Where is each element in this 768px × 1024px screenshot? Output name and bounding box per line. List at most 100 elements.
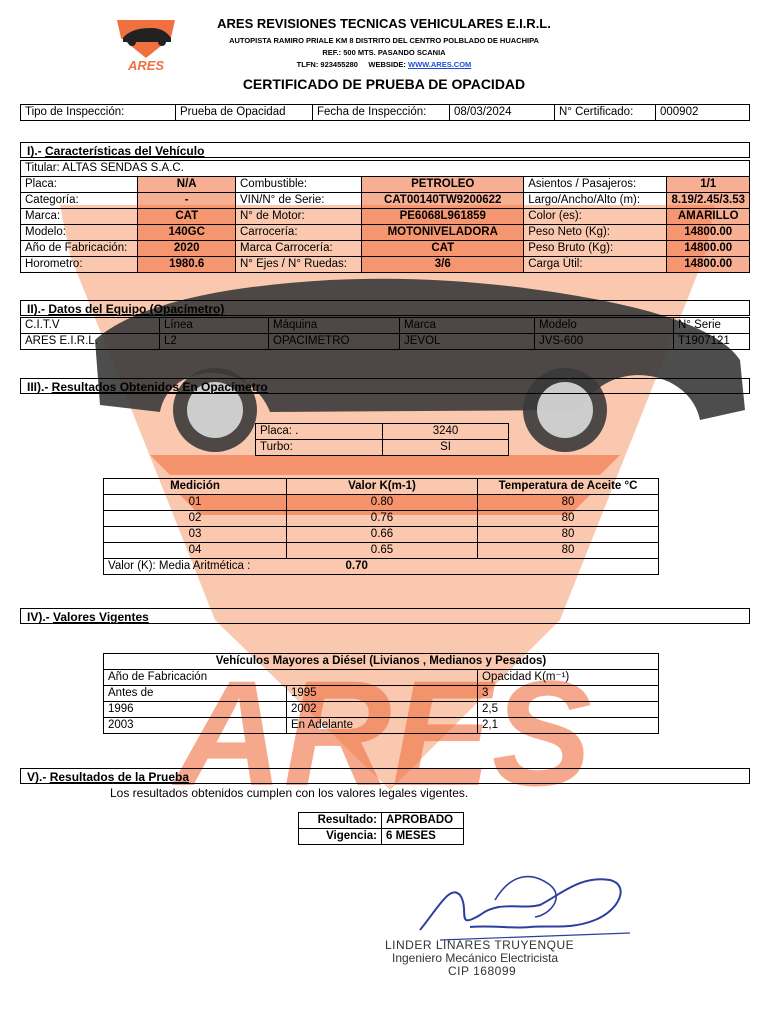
vehicle-field-label: Marca Carrocería: <box>234 240 363 257</box>
section-title: Valores Vigentes <box>53 610 149 624</box>
vehicle-field-value: 2020 <box>137 240 236 257</box>
vehicle-field-value: 14800.00 <box>666 224 750 241</box>
equipment-value: ARES E.I.R.L. <box>20 333 160 350</box>
equipment-value: JVS-600 <box>534 333 674 350</box>
vehicle-field-value: 14800.00 <box>666 240 750 257</box>
ares-logo: ARES <box>117 20 175 73</box>
inspection-date-value: 08/03/2024 <box>449 104 555 121</box>
vehicle-field-value: - <box>137 192 236 209</box>
equipment-value: OPACIMETRO <box>268 333 400 350</box>
vehicle-field-value: PE6068L961859 <box>361 208 525 225</box>
result-table: Resultado: APROBADO Vigencia: 6 MESES <box>298 812 464 845</box>
section-opacity-header: III).- Resultados Obtenidos En Opacímetr… <box>20 378 750 394</box>
vehicle-field-value: PETROLEO <box>361 176 525 193</box>
vehicle-field-label: VIN/N° de Serie: <box>234 192 363 209</box>
vehicle-field-value: 1/1 <box>666 176 750 193</box>
section-equipment-header: II).- Datos del Equipo (Opacímetro) <box>20 300 750 316</box>
mean-value: 0.70 <box>345 560 368 572</box>
measurement-cell: 80 <box>477 542 659 559</box>
limits-cell: 2,5 <box>477 701 659 718</box>
vehicle-field-label: Categoría: <box>19 192 139 209</box>
vehicle-field-label: Carga Útil: <box>523 256 668 273</box>
equipment-header: C.I.T.V <box>20 317 160 334</box>
limits-table: Vehículos Mayores a Diésel (Livianos , M… <box>103 653 659 734</box>
inspection-type-label: Tipo de Inspección: <box>20 104 176 121</box>
section-vehicle-header: I).- Características del Vehículo <box>20 142 750 158</box>
section-limits-header: IV).- Valores Vigentes <box>20 608 750 624</box>
certificate-value: 000902 <box>655 104 750 121</box>
vehicle-field-label: Peso Neto (Kg): <box>523 224 668 241</box>
vehicle-field-label: Carrocería: <box>234 224 363 241</box>
phone: TLFN: 923455280 <box>296 60 358 69</box>
vehicle-field-label: N° Ejes / N° Ruedas: <box>234 256 363 273</box>
vehicle-field-label: N° de Motor: <box>234 208 363 225</box>
equipment-header: Modelo <box>534 317 674 334</box>
measurement-cell: 01 <box>103 494 287 511</box>
vehicle-field-label: Año de Fabricación: <box>19 240 139 257</box>
equipment-value: T1907121 <box>673 333 750 350</box>
section-number: IV).- <box>27 610 50 624</box>
company-contact: TLFN: 923455280 WEBSIDE: WWW.ARES.COM <box>0 60 768 69</box>
limits-cell: Antes de <box>103 685 287 702</box>
limits-cell: En Adelante <box>286 717 478 734</box>
vehicle-field-label: Color (es): <box>523 208 668 225</box>
vehicle-field-value: 140GC <box>137 224 236 241</box>
section-title: Resultados Obtenidos En Opacímetro <box>51 380 268 394</box>
section-title: Características del Vehículo <box>45 144 205 158</box>
section-title: Resultados de la Prueba <box>49 770 190 784</box>
limits-col-opacity: Opacidad K(m⁻¹) <box>477 669 659 686</box>
inspection-date-label: Fecha de Inspección: <box>312 104 450 121</box>
inspection-table: Tipo de Inspección: Prueba de Opacidad F… <box>20 104 750 121</box>
measurement-cell: 0.76 <box>286 510 478 527</box>
placa-turbo-table: Placa: . 3240 Turbo: SI <box>255 423 509 456</box>
section-result-header: V).- Resultados de la Prueba <box>20 768 750 784</box>
vehicle-field-value: 1980.6 <box>137 256 236 273</box>
measurement-cell: 80 <box>477 510 659 527</box>
measurement-cell: 04 <box>103 542 287 559</box>
limits-title: Vehículos Mayores a Diésel (Livianos , M… <box>103 653 659 670</box>
vehicle-field-label: Peso Bruto (Kg): <box>523 240 668 257</box>
vehicle-titular: Titular: ALTAS SENDAS S.A.C. <box>20 160 750 177</box>
limits-col-year: Año de Fabricación <box>103 669 478 686</box>
equipment-header: Línea <box>159 317 269 334</box>
limits-cell: 2002 <box>286 701 478 718</box>
vehicle-field-value: 14800.00 <box>666 256 750 273</box>
vehicle-field-label: Combustible: <box>234 176 363 193</box>
limits-cell: 2003 <box>103 717 287 734</box>
mean-row: Valor (K): Media Aritmética : 0.70 <box>103 558 478 575</box>
measurement-cell: 80 <box>477 526 659 543</box>
measurement-cell: 0.66 <box>286 526 478 543</box>
measurement-cell: 0.65 <box>286 542 478 559</box>
mean-row-empty <box>477 558 659 575</box>
section-number: V).- <box>27 770 47 784</box>
measurement-header: Valor K(m-1) <box>286 478 478 495</box>
vehicle-field-value: CAT <box>137 208 236 225</box>
placa-value: 3240 <box>382 423 509 440</box>
equipment-value: L2 <box>159 333 269 350</box>
inspection-type-value: Prueba de Opacidad <box>175 104 313 121</box>
page-title: CERTIFICADO DE PRUEBA DE OPACIDAD <box>242 76 526 92</box>
vehicle-field-value: CAT <box>361 240 525 257</box>
vehicle-field-label: Largo/Ancho/Alto (m): <box>523 192 668 209</box>
validity-value: 6 MESES <box>381 828 464 845</box>
vehicle-field-value: N/A <box>137 176 236 193</box>
vehicle-field-label: Asientos / Pasajeros: <box>523 176 668 193</box>
signer-cip: CIP 168099 <box>448 964 517 978</box>
validity-label: Vigencia: <box>298 828 382 845</box>
website-link[interactable]: WWW.ARES.COM <box>407 60 472 69</box>
limits-cell: 1996 <box>103 701 287 718</box>
measurement-header: Temperatura de Aceite °C <box>477 478 659 495</box>
result-note: Los resultados obtenidos cumplen con los… <box>110 786 469 800</box>
